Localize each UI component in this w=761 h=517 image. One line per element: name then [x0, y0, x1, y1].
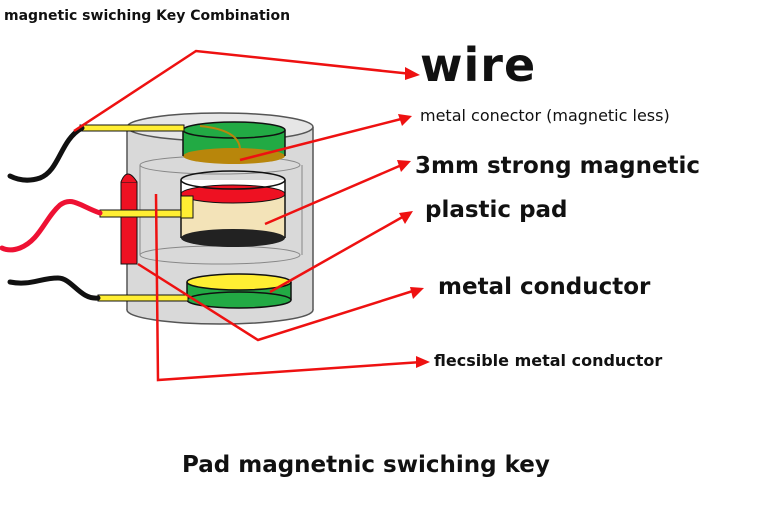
label-plastic-pad: plastic pad: [425, 197, 568, 223]
pointer-arrows: [73, 49, 423, 382]
magnet-stack: [180, 170, 286, 247]
bottom-metal-conductor: [186, 273, 292, 309]
diagram-title: magnetic swiching Key Combination: [4, 8, 291, 24]
label-magnetic: 3mm strong magnetic: [415, 153, 701, 179]
flexible-metal-conductor: [120, 173, 138, 265]
label-metal-connector: metal conector (magnetic less): [420, 106, 670, 125]
label-flexible-conductor: flecsible metal conductor: [434, 351, 663, 370]
diagram-caption: Pad magnetnic swiching key: [182, 452, 550, 478]
top-metal-connector: [182, 121, 286, 164]
wires: [0, 125, 103, 301]
label-metal-conductor: metal conductor: [438, 274, 651, 300]
label-wire: wire: [420, 38, 537, 92]
arrowheads: [397, 67, 430, 368]
